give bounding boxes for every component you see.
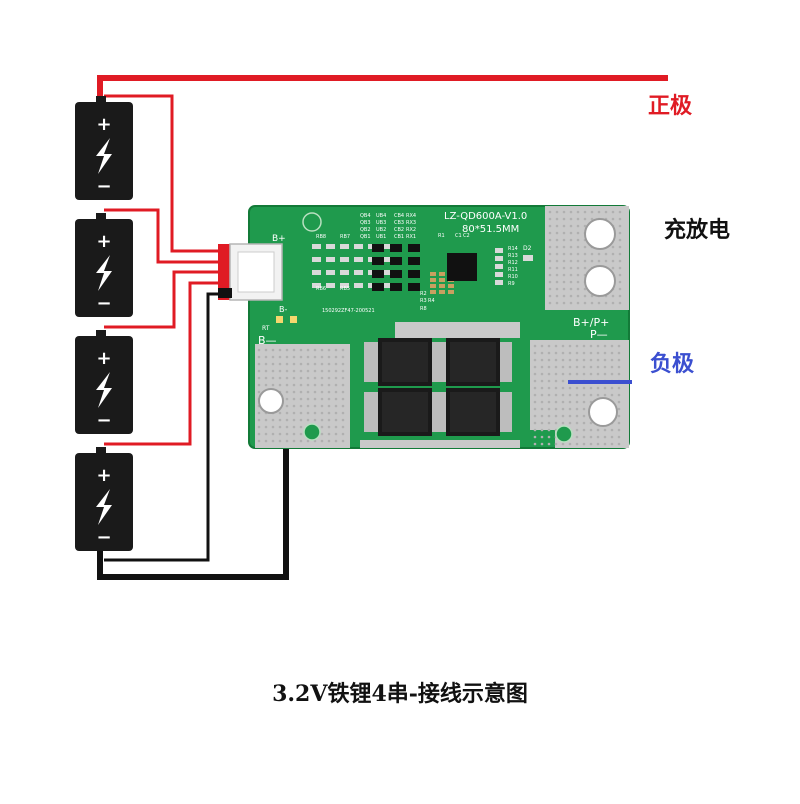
board-bp-plus-label: B+/P+ <box>573 316 609 329</box>
component-ref-label: UB2 <box>376 227 386 233</box>
component-ref-label: UB4 <box>376 213 386 219</box>
mosfet <box>364 388 444 436</box>
component-ref-label: QB2 <box>360 227 371 233</box>
bminus-pad <box>255 344 350 448</box>
component-ref-label: R12 <box>508 260 518 266</box>
battery-cell: +− <box>75 447 133 551</box>
lightning-icon <box>96 255 112 291</box>
diagram-caption: 3.2V铁锂4串-接线示意图 <box>272 681 528 707</box>
component-ref-label: R13 <box>508 253 518 259</box>
battery-plus-sign: + <box>96 231 111 252</box>
bms-board: B+ LZ-QD600A-V1.0 80*51.5MM B- RT B— B+/… <box>218 205 630 449</box>
component-ref-label: R2 <box>420 291 427 297</box>
positive-label: 正极 <box>648 94 693 119</box>
component-ref-label: QB1 <box>360 234 371 240</box>
battery-cell: +− <box>75 213 133 317</box>
component-ref-label: C1 <box>455 233 462 239</box>
component-ref-label: QB3 <box>360 220 371 226</box>
component-ref-label: RB6 <box>316 286 326 292</box>
positive-main-wire <box>97 75 668 100</box>
negative-wires <box>97 292 289 580</box>
component-ref-label: R10 <box>508 274 518 280</box>
mosfet <box>364 338 444 386</box>
balance-connector <box>218 243 283 301</box>
balance-wire-3 <box>104 270 225 329</box>
component-ref-label: R4 <box>428 298 435 304</box>
board-d2-label: D2 <box>523 245 532 252</box>
component-ref-label: RX4 <box>406 213 416 219</box>
board-bminus-small-label: B- <box>279 305 287 314</box>
board-rt-label: RT <box>262 325 270 332</box>
board-serial-label: 150292ZF47-200521 <box>322 308 375 314</box>
battery-cell: +− <box>75 96 133 200</box>
mount-hole-bminus <box>258 388 284 414</box>
component-ref-label: UB1 <box>376 234 386 240</box>
board-model-label: LZ-QD600A-V1.0 <box>444 211 527 222</box>
battery-minus-sign: − <box>96 293 111 314</box>
component-ref-label: R9 <box>508 281 515 287</box>
component-ref-label: CB4 <box>394 213 404 219</box>
battery-plus-sign: + <box>96 114 111 135</box>
component-ref-label: CB1 <box>394 234 404 240</box>
battery-minus-sign: − <box>96 176 111 197</box>
board-b-plus-label: B+ <box>272 234 286 244</box>
mosfet <box>432 388 512 436</box>
mount-hole-pminus <box>588 397 618 427</box>
component-ref-label: RX1 <box>406 234 416 240</box>
balance-wire-2 <box>104 208 225 264</box>
battery-plus-sign: + <box>96 465 111 486</box>
balance-wire-1 <box>104 94 225 253</box>
battery-minus-sign: − <box>96 410 111 431</box>
board-size-label: 80*51.5MM <box>462 224 519 235</box>
battery-stack: +−+−+−+− <box>75 96 133 551</box>
component-ref-label: R14 <box>508 246 518 252</box>
component-ref-label: QB4 <box>360 213 371 219</box>
balance-wire-4 <box>104 281 225 446</box>
bms-ic-chip <box>447 253 477 281</box>
component-ref-label: CB3 <box>394 220 404 226</box>
balance-wires <box>97 75 668 446</box>
bplus-pad <box>545 206 629 310</box>
component-ref-label: RX2 <box>406 227 416 233</box>
board-bminus-pad-label: B— <box>258 334 277 347</box>
battery-minus-sign: − <box>96 527 111 548</box>
component-ref-label: R3 <box>420 298 427 304</box>
battery-cell: +− <box>75 330 133 434</box>
balance-wire-black <box>104 292 225 562</box>
lightning-icon <box>96 489 112 525</box>
component-ref-label: R1 <box>438 233 445 239</box>
lightning-icon <box>96 372 112 408</box>
component-ref-label: RB5 <box>340 286 350 292</box>
charge-discharge-label: 充放电 <box>664 218 731 243</box>
component-ref-label: R11 <box>508 267 518 273</box>
lightning-icon <box>96 138 112 174</box>
negative-label: 负极 <box>650 352 695 377</box>
negative-main-wire <box>97 400 289 580</box>
component-ref-label: C2 <box>463 233 470 239</box>
component-ref-label: CB2 <box>394 227 404 233</box>
battery-plus-sign: + <box>96 348 111 369</box>
component-ref-label: R8 <box>420 306 427 312</box>
component-ref-label: RX3 <box>406 220 416 226</box>
component-ref-label: RB7 <box>340 234 350 240</box>
mount-hole-bplus-bottom <box>584 265 616 297</box>
component-ref-label: RB8 <box>316 234 326 240</box>
board-p-minus-label: P— <box>590 328 608 341</box>
mount-hole-bplus-top <box>584 218 616 250</box>
component-ref-label: UB3 <box>376 220 386 226</box>
mosfet <box>432 338 512 386</box>
